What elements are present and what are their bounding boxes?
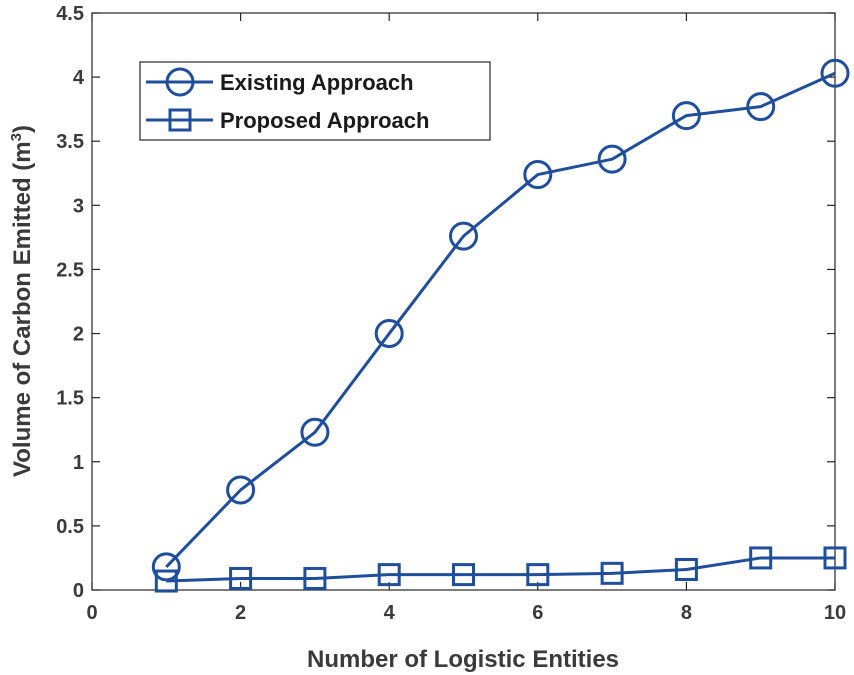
x-tick-label: 0 — [86, 602, 97, 624]
legend-box — [139, 61, 491, 141]
series-layer — [151, 58, 850, 593]
data-point-existing — [597, 144, 627, 174]
data-point-proposed — [154, 569, 178, 593]
y-axis-label-suffix: ) — [9, 125, 36, 133]
y-tick-label: 3.5 — [56, 131, 84, 153]
series-line-proposed — [166, 556, 835, 583]
x-tick-label: 4 — [384, 602, 396, 624]
data-point-existing — [449, 221, 478, 251]
y-tick-label: 4 — [73, 67, 85, 89]
x-tick-label: 6 — [532, 602, 543, 624]
y-tick-label: 0 — [73, 580, 84, 602]
x-tick-label: 10 — [824, 602, 846, 624]
axis-ticks: 0 2 4 6 8 10 0 0.5 1 1.5 2 2.5 3 3.5 4 4.5 — [56, 3, 846, 624]
data-point-proposed — [823, 546, 847, 570]
y-tick-label: 4.5 — [56, 3, 84, 25]
y-tick-label: 0.5 — [56, 516, 84, 538]
data-point-proposed — [526, 563, 550, 587]
y-tick-label: 2.5 — [56, 259, 84, 281]
data-point-existing — [523, 160, 553, 190]
data-point-existing — [300, 417, 330, 447]
x-tick-label: 8 — [681, 602, 692, 624]
legend: Existing Approach Proposed Approach — [139, 61, 491, 141]
y-tick-label: 1.5 — [56, 388, 84, 410]
data-point-proposed — [377, 563, 401, 587]
y-tick-label: 2 — [73, 324, 84, 346]
y-tick-label: 1 — [73, 452, 84, 474]
x-axis-label: Number of Logistic Entities — [307, 646, 619, 673]
data-point-existing — [820, 58, 850, 88]
x-tick-label: 2 — [235, 602, 246, 624]
legend-label-proposed: Proposed Approach — [220, 108, 429, 133]
data-point-proposed — [452, 563, 475, 587]
y-tick-label: 3 — [73, 195, 84, 217]
data-point-proposed — [749, 546, 773, 570]
data-point-proposed — [303, 566, 327, 590]
data-point-existing — [671, 101, 701, 131]
data-point-existing — [746, 92, 776, 122]
legend-label-existing: Existing Approach — [220, 70, 414, 95]
legend-square-marker-icon — [168, 108, 192, 132]
data-point-proposed — [600, 561, 624, 585]
data-point-existing — [226, 475, 256, 505]
y-axis-label: Volume of Carbon Emitted (m3) — [8, 125, 36, 477]
y-axis-label-main: Volume of Carbon Emitted (m — [9, 141, 36, 477]
data-point-proposed — [229, 566, 253, 590]
y-axis-label-superscript: 3 — [8, 133, 25, 141]
series-line-existing — [165, 71, 836, 568]
data-point-existing — [374, 319, 404, 349]
legend-circle-marker-icon — [165, 67, 195, 97]
data-point-proposed — [674, 557, 698, 581]
